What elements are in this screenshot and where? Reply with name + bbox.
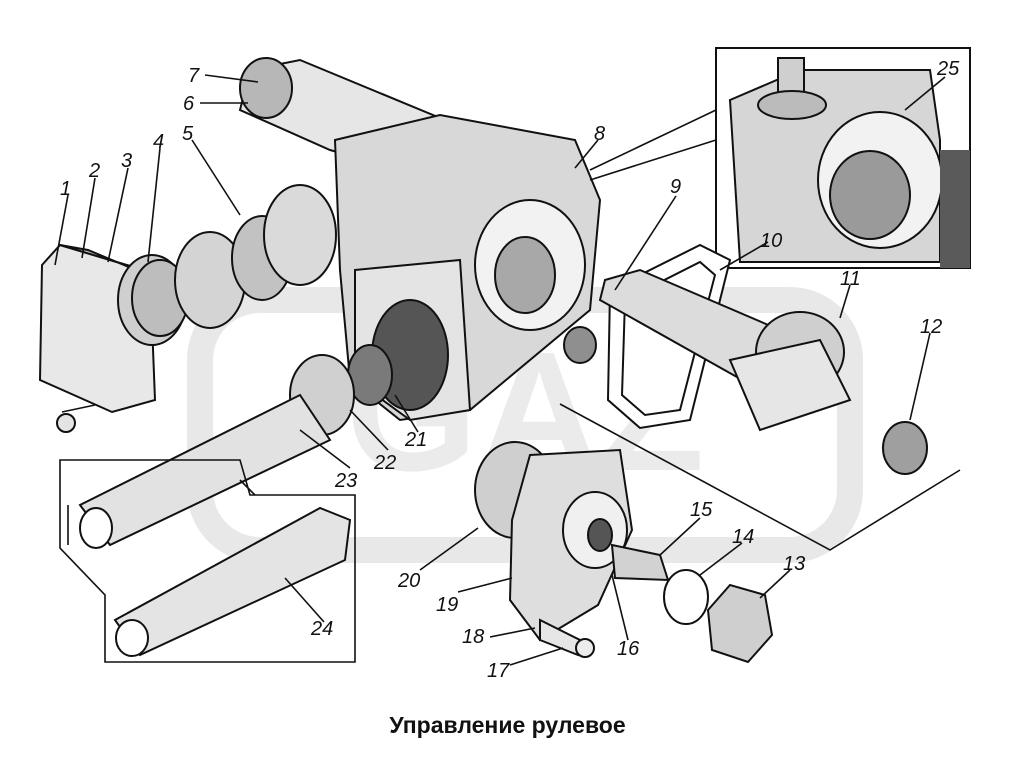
callout-2: 2	[88, 160, 100, 182]
callout-21: 21	[404, 429, 427, 451]
callout-15: 15	[690, 499, 713, 521]
worm-shaft	[131, 184, 337, 337]
callout-22: 22	[373, 452, 396, 474]
nut	[706, 583, 774, 664]
inset-housing-detail	[715, 47, 971, 269]
callout-18: 18	[462, 626, 484, 648]
callout-labels: 1 2 3 4 5 6 7 8 9 10 11 12 13 14 15 16 1…	[60, 58, 960, 682]
bolt-head	[575, 638, 595, 658]
callout-9: 9	[670, 176, 681, 198]
callout-12: 12	[920, 316, 942, 338]
figure-caption: Управление рулевое	[389, 712, 626, 738]
callout-6: 6	[183, 93, 195, 115]
bush	[563, 326, 597, 364]
callout-10: 10	[760, 230, 782, 252]
leader-lines	[54, 74, 961, 666]
callout-4: 4	[153, 131, 164, 153]
steering-gear-housing	[333, 113, 602, 422]
callout-13: 13	[783, 553, 805, 575]
callout-14: 14	[732, 526, 754, 548]
callout-5: 5	[182, 123, 194, 145]
callout-25: 25	[936, 58, 960, 80]
callout-8: 8	[594, 123, 605, 145]
callout-16: 16	[617, 638, 640, 660]
inset-shaft-detail	[59, 459, 356, 663]
callout-17: 17	[487, 660, 510, 682]
callout-3: 3	[121, 150, 132, 172]
input-shaft-assembly	[78, 344, 393, 549]
sector-shaft	[598, 268, 928, 475]
callout-23: 23	[334, 470, 357, 492]
callout-19: 19	[436, 594, 458, 616]
callout-7: 7	[188, 65, 200, 87]
callout-24: 24	[310, 618, 333, 640]
lock-washer	[663, 569, 709, 625]
callout-11: 11	[840, 268, 861, 290]
callout-20: 20	[397, 570, 420, 592]
callout-1: 1	[60, 178, 71, 200]
side-cover	[474, 441, 634, 642]
